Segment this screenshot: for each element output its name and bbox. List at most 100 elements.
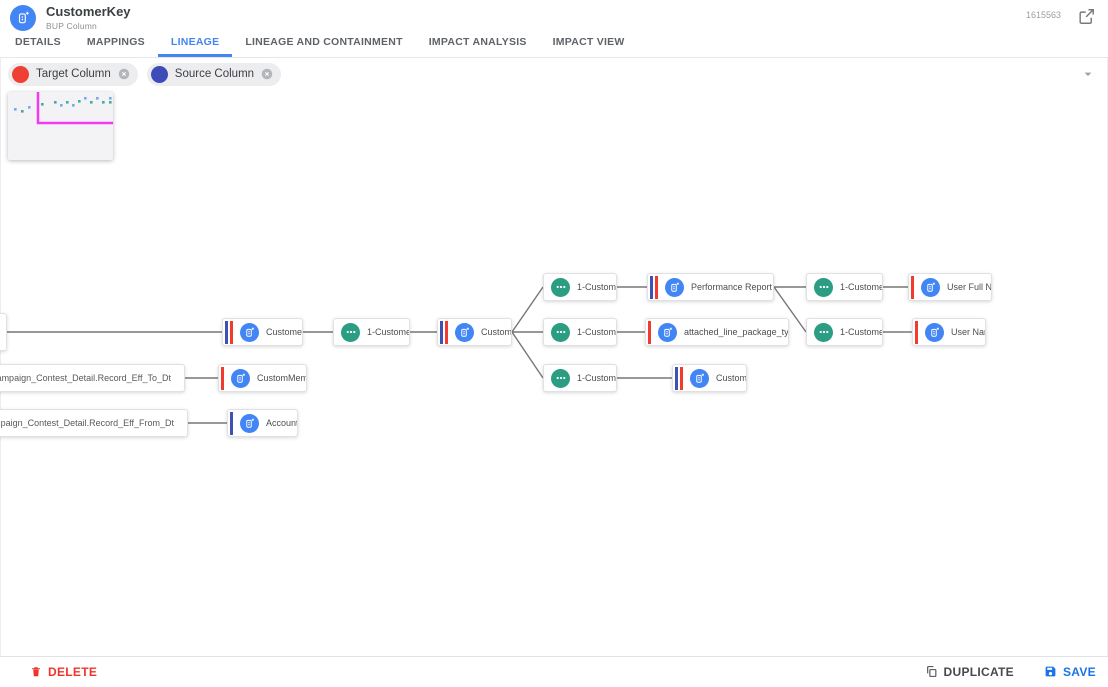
minimap-node-dot <box>102 101 105 104</box>
minimap-node-dot <box>84 97 87 100</box>
delete-button[interactable]: DELETE <box>30 665 97 679</box>
source-column-color-dot <box>150 65 168 83</box>
column-plus-icon <box>231 368 250 388</box>
node-label: CustomMembers <box>257 373 307 383</box>
target-column-stripe <box>910 275 914 299</box>
minimap-node-dot <box>54 101 57 104</box>
lineage-node-1-customer-5[interactable]: 1-Customer-5 <box>543 273 617 301</box>
minimap-node-dot <box>60 104 63 107</box>
lineage-node-user-full-name[interactable]: User Full Name <box>908 273 992 301</box>
column-plus-icon <box>665 277 684 297</box>
target-column-stripe <box>647 320 651 344</box>
column-plus-icon <box>690 368 709 388</box>
duplicate-button[interactable]: DUPLICATE <box>925 665 1014 679</box>
target-column-stripe <box>914 320 918 344</box>
node-label: 1-Customer-6 <box>840 282 883 292</box>
tab-impact-view[interactable]: IMPACT VIEW <box>552 36 625 48</box>
minimap-viewport <box>36 92 113 125</box>
node-label: attached_line_package_type_id <box>684 327 789 337</box>
lineage-node-1-customer-4[interactable]: 1-Customer-4 <box>543 318 617 346</box>
target-column-stripe <box>679 366 683 390</box>
node-label: 1-Customer-4 <box>577 327 617 337</box>
tab-bar: DETAILS MAPPINGS LINEAGE LINEAGE AND CONTAI… <box>0 32 1108 57</box>
remove-filter-icon[interactable] <box>117 67 131 81</box>
column-plus-icon <box>658 322 677 342</box>
page-header: CustomerKey BUP Column 1615563 <box>0 0 1108 32</box>
column-plus-icon <box>921 277 940 297</box>
node-label: 1-Customer-3 <box>367 327 410 337</box>
process-ellipsis-icon <box>341 322 360 342</box>
node-label: 1-Customer-7 <box>840 327 883 337</box>
column-plus-icon <box>240 413 259 433</box>
edge-customerid-to-1-customer-5 <box>511 286 544 333</box>
open-in-new-icon[interactable] <box>1077 7 1096 31</box>
process-ellipsis-icon <box>551 277 570 297</box>
chevron-down-icon[interactable] <box>1080 66 1096 87</box>
lineage-node-accountkey[interactable]: AccountKey <box>227 409 298 437</box>
lineage-node-custommembers[interactable]: CustomMembers <box>218 364 307 392</box>
process-ellipsis-icon <box>551 322 570 342</box>
process-ellipsis-icon <box>814 322 833 342</box>
edge-customerid-to-1-customer-1 <box>511 331 544 379</box>
lineage-canvas[interactable]: CustomerKey 1-Customer-3 CustomerID 1-Custo… <box>0 57 1108 657</box>
lineage-node-performance-report-dsu[interactable]: Performance Report DSU <box>647 273 774 301</box>
lineage-node-1-customer-6[interactable]: 1-Customer-6 <box>806 273 883 301</box>
lineage-node-1-customer-3[interactable]: 1-Customer-3 <box>333 318 410 346</box>
save-disk-icon <box>1044 665 1057 678</box>
filter-chip-label: Source Column <box>174 68 255 80</box>
tab-mappings[interactable]: MAPPINGS <box>86 36 145 48</box>
filter-chip-source-column[interactable]: Source Column <box>146 62 282 86</box>
copy-icon <box>925 665 938 678</box>
minimap-node-dot <box>109 101 112 104</box>
page-title: CustomerKey <box>46 4 131 19</box>
edge-performance-report-dsu-to-1-customer-7 <box>773 286 807 333</box>
tab-details[interactable]: DETAILS <box>15 36 61 48</box>
duplicate-label: DUPLICATE <box>943 664 1014 679</box>
column-plus-icon <box>10 5 36 31</box>
lineage-node-customerkey-2[interactable]: CustomerKey <box>672 364 747 392</box>
target-column-color-dot <box>12 65 29 83</box>
source-column-stripe <box>229 411 233 435</box>
tab-impact-analysis[interactable]: IMPACT ANALYSIS <box>428 36 527 48</box>
trash-icon <box>30 665 42 678</box>
filter-chip-target-column[interactable]: Target Column <box>8 62 138 86</box>
node-label: 1-Customer-5 <box>577 282 617 292</box>
source-column-stripe <box>649 275 653 299</box>
column-plus-icon <box>240 322 259 342</box>
lineage-node-1-customer-1[interactable]: 1-Customer-1 <box>543 364 617 392</box>
minimap-node-dot <box>72 104 75 107</box>
tab-lineage[interactable]: LINEAGE <box>157 31 233 57</box>
node-label: User Name <box>951 327 985 337</box>
object-id: 1615563 <box>1025 10 1061 20</box>
minimap-node-dot <box>90 101 93 104</box>
save-label: SAVE <box>1063 664 1096 679</box>
delete-label: DELETE <box>48 664 98 679</box>
source-column-stripe <box>224 320 228 344</box>
node-label: CustomerID <box>481 327 512 337</box>
minimap-node-dot <box>21 110 24 113</box>
lineage-node-customerid[interactable]: CustomerID <box>437 318 512 346</box>
node-label: gn.Adam_Campaign_Contest_Detail.Record_E… <box>0 373 171 383</box>
minimap-node-dot <box>41 103 44 106</box>
filter-chip-label: Target Column <box>36 68 111 80</box>
source-column-stripe <box>439 320 443 344</box>
lineage-node-record-eff-from-dt[interactable]: n.Adam_Campaign_Contest_Detail.Record_Ef… <box>0 409 188 437</box>
remove-filter-icon[interactable] <box>260 67 274 81</box>
tab-lineage-and-containment[interactable]: LINEAGE AND CONTAINMENT <box>245 36 403 48</box>
lineage-node-partial-left <box>0 313 7 351</box>
target-column-stripe <box>229 320 233 344</box>
target-column-stripe <box>220 366 224 390</box>
page-subtitle: BUP Column <box>46 21 97 31</box>
lineage-node-1-customer-7[interactable]: 1-Customer-7 <box>806 318 883 346</box>
action-bar: DELETE DUPLICATE SAVE <box>0 657 1108 686</box>
minimap[interactable] <box>8 92 113 160</box>
lineage-node-record-eff-to-dt[interactable]: gn.Adam_Campaign_Contest_Detail.Record_E… <box>0 364 185 392</box>
minimap-node-dot <box>14 108 17 111</box>
lineage-node-customerkey-1[interactable]: CustomerKey <box>222 318 303 346</box>
lineage-node-user-name[interactable]: User Name <box>912 318 986 346</box>
lineage-edges <box>7 286 912 424</box>
save-button[interactable]: SAVE <box>1044 665 1096 679</box>
lineage-node-attached-line-package-type-id[interactable]: attached_line_package_type_id <box>645 318 789 346</box>
column-plus-icon <box>925 322 944 342</box>
column-plus-icon <box>455 322 474 342</box>
